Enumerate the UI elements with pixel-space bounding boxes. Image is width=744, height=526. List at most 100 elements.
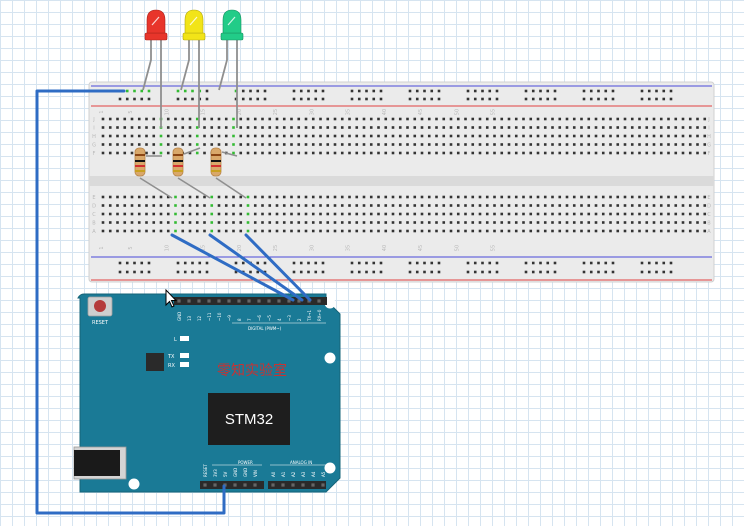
breadboard-rail-hole[interactable] bbox=[524, 97, 528, 101]
breadboard-hole[interactable] bbox=[166, 151, 170, 155]
breadboard-rail-hole[interactable] bbox=[553, 97, 557, 101]
breadboard-hole[interactable] bbox=[551, 143, 554, 146]
breadboard-hole[interactable] bbox=[500, 221, 504, 224]
breadboard-hole[interactable] bbox=[290, 221, 293, 224]
breadboard-hole[interactable] bbox=[565, 151, 569, 155]
breadboard-hole[interactable] bbox=[536, 117, 540, 121]
breadboard-hole[interactable] bbox=[580, 195, 583, 199]
power-pin[interactable] bbox=[203, 483, 207, 487]
breadboard-hole[interactable] bbox=[261, 204, 264, 207]
breadboard-hole[interactable] bbox=[659, 143, 663, 146]
breadboard-hole[interactable] bbox=[311, 126, 315, 129]
breadboard-hole[interactable] bbox=[688, 151, 692, 155]
breadboard-hole[interactable] bbox=[543, 221, 547, 224]
breadboard-hole[interactable] bbox=[333, 134, 337, 138]
breadboard-hole[interactable] bbox=[253, 221, 257, 224]
breadboard-hole[interactable] bbox=[514, 117, 518, 121]
breadboard-hole[interactable] bbox=[355, 151, 359, 155]
breadboard-hole[interactable] bbox=[391, 204, 395, 207]
breadboard-hole[interactable] bbox=[145, 221, 148, 224]
breadboard-hole[interactable] bbox=[703, 195, 707, 199]
breadboard-hole[interactable] bbox=[659, 195, 663, 199]
breadboard-hole[interactable] bbox=[369, 195, 373, 199]
breadboard-hole[interactable] bbox=[282, 126, 286, 129]
breadboard-hole[interactable] bbox=[391, 151, 395, 155]
breadboard-hole[interactable] bbox=[152, 221, 156, 224]
breadboard-hole[interactable] bbox=[630, 126, 634, 129]
breadboard-rail-hole[interactable] bbox=[176, 261, 180, 265]
breadboard-hole[interactable] bbox=[391, 126, 395, 129]
breadboard-hole[interactable] bbox=[493, 221, 496, 224]
breadboard-hole[interactable] bbox=[210, 134, 214, 138]
breadboard-hole[interactable] bbox=[681, 134, 685, 138]
breadboard-hole[interactable] bbox=[174, 204, 177, 207]
breadboard-hole[interactable] bbox=[456, 221, 460, 224]
breadboard-hole[interactable] bbox=[587, 134, 591, 138]
breadboard-hole[interactable] bbox=[688, 126, 692, 129]
breadboard-hole[interactable] bbox=[210, 143, 214, 146]
breadboard-hole[interactable] bbox=[594, 126, 598, 129]
breadboard-hole[interactable] bbox=[529, 221, 533, 224]
breadboard-hole[interactable] bbox=[587, 143, 591, 146]
breadboard-rail-hole[interactable] bbox=[372, 270, 376, 274]
breadboard-hole[interactable] bbox=[696, 143, 699, 146]
breadboard-rail-hole[interactable] bbox=[495, 97, 499, 101]
breadboard-hole[interactable] bbox=[123, 229, 127, 233]
breadboard-rail-hole[interactable] bbox=[321, 97, 325, 101]
breadboard-hole[interactable] bbox=[681, 204, 685, 207]
breadboard-hole[interactable] bbox=[623, 195, 627, 199]
breadboard-rail-hole[interactable] bbox=[495, 261, 499, 265]
breadboard-rail-hole[interactable] bbox=[198, 270, 202, 274]
breadboard-hole[interactable] bbox=[253, 134, 257, 138]
breadboard-rail-hole[interactable] bbox=[524, 270, 528, 274]
breadboard-hole[interactable] bbox=[152, 151, 156, 155]
breadboard-hole[interactable] bbox=[435, 221, 438, 224]
breadboard-hole[interactable] bbox=[217, 126, 221, 129]
breadboard-hole[interactable] bbox=[108, 229, 112, 233]
breadboard-rail-hole[interactable] bbox=[488, 261, 492, 265]
breadboard-hole[interactable] bbox=[377, 117, 380, 121]
breadboard-hole[interactable] bbox=[137, 221, 141, 224]
breadboard-hole[interactable] bbox=[652, 221, 656, 224]
breadboard-rail-hole[interactable] bbox=[466, 97, 470, 101]
breadboard-hole[interactable] bbox=[674, 212, 678, 216]
breadboard-rail-hole[interactable] bbox=[655, 97, 658, 101]
breadboard-hole[interactable] bbox=[369, 204, 373, 207]
breadboard-rail-hole[interactable] bbox=[372, 89, 376, 93]
breadboard-hole[interactable] bbox=[224, 212, 228, 216]
breadboard-hole[interactable] bbox=[311, 117, 315, 121]
breadboard-hole[interactable] bbox=[116, 151, 119, 155]
breadboard-hole[interactable] bbox=[500, 195, 504, 199]
breadboard-hole[interactable] bbox=[406, 151, 409, 155]
breadboard-hole[interactable] bbox=[587, 126, 591, 129]
breadboard-hole[interactable] bbox=[137, 204, 141, 207]
breadboard-hole[interactable] bbox=[311, 151, 315, 155]
breadboard-hole[interactable] bbox=[391, 212, 395, 216]
breadboard-rail-hole[interactable] bbox=[183, 270, 187, 274]
breadboard-hole[interactable] bbox=[398, 221, 402, 224]
breadboard-hole[interactable] bbox=[123, 204, 127, 207]
breadboard-hole[interactable] bbox=[580, 151, 583, 155]
breadboard-hole[interactable] bbox=[326, 221, 330, 224]
breadboard-hole[interactable] bbox=[101, 134, 105, 138]
breadboard-hole[interactable] bbox=[137, 117, 141, 121]
breadboard-hole[interactable] bbox=[420, 212, 424, 216]
breadboard-rail-hole[interactable] bbox=[531, 270, 535, 274]
breadboard-hole[interactable] bbox=[319, 117, 322, 121]
breadboard-hole[interactable] bbox=[514, 229, 518, 233]
breadboard-hole[interactable] bbox=[529, 204, 533, 207]
breadboard-hole[interactable] bbox=[630, 212, 634, 216]
breadboard-hole[interactable] bbox=[246, 212, 250, 216]
power-pin[interactable] bbox=[213, 483, 217, 487]
breadboard-hole[interactable] bbox=[674, 126, 678, 129]
breadboard-hole[interactable] bbox=[522, 221, 525, 224]
breadboard-hole[interactable] bbox=[478, 204, 482, 207]
breadboard-hole[interactable] bbox=[116, 229, 119, 233]
breadboard-hole[interactable] bbox=[514, 195, 518, 199]
breadboard-rail-hole[interactable] bbox=[604, 89, 608, 93]
breadboard-hole[interactable] bbox=[290, 143, 293, 146]
digital-pin[interactable] bbox=[297, 299, 301, 303]
breadboard-hole[interactable] bbox=[145, 151, 148, 155]
breadboard-hole[interactable] bbox=[406, 212, 409, 216]
breadboard-hole[interactable] bbox=[522, 229, 525, 233]
